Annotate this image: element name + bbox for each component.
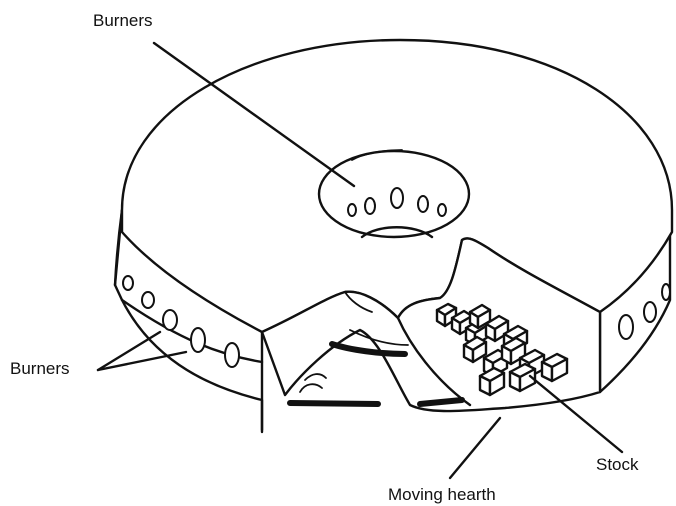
- outer-burner-7: [644, 302, 656, 322]
- inner-burner-3: [391, 188, 403, 208]
- outer-burner-2: [142, 292, 154, 308]
- inner-burner-4: [418, 196, 428, 212]
- outer-burner-3: [163, 310, 177, 330]
- label-stock: Stock: [596, 456, 639, 473]
- outer-burners-right: [619, 284, 670, 339]
- outer-burner-6: [619, 315, 633, 339]
- outer-burner-8: [662, 284, 670, 300]
- label-burners-top: Burners: [93, 12, 153, 29]
- label-burners-side: Burners: [10, 360, 70, 377]
- inner-burner-5: [438, 204, 446, 216]
- inner-burner-1: [348, 204, 356, 216]
- label-moving-hearth: Moving hearth: [388, 486, 496, 503]
- outer-burner-4: [191, 328, 205, 352]
- inner-burner-2: [365, 198, 375, 214]
- outer-burner-1: [123, 276, 133, 290]
- leader-moving-hearth: [450, 418, 500, 478]
- outer-burner-5: [225, 343, 239, 367]
